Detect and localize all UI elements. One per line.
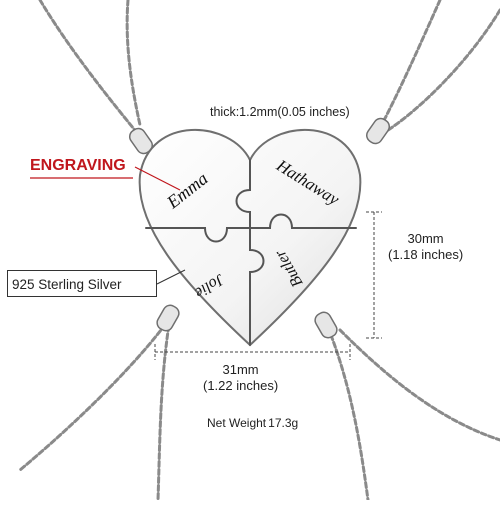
chain-top-right xyxy=(378,0,442,130)
engraving-label: ENGRAVING xyxy=(30,157,126,174)
height-in: (1.18 inches) xyxy=(388,247,464,262)
chains xyxy=(18,0,500,502)
material-label: 925 Sterling Silver xyxy=(12,277,122,292)
weight-value: 17.3g xyxy=(268,416,299,430)
dimension-lines xyxy=(154,211,382,360)
width-in: (1.22 inches) xyxy=(203,378,279,393)
material-box xyxy=(7,270,157,297)
chain-bottom-left-inner xyxy=(156,316,172,502)
height-mm: 30mm xyxy=(407,231,444,246)
chain-top-left xyxy=(38,0,145,142)
bail-bottom-left xyxy=(156,304,180,332)
weight-label: Net Weight xyxy=(207,416,267,430)
chain-bottom-right xyxy=(323,318,370,502)
chain-top-left-inner xyxy=(125,0,142,127)
height-dimension: 30mm (1.18 inches) xyxy=(388,231,463,263)
bail-top-right xyxy=(365,117,391,145)
thickness-label: thick:1.2mm(0.05 inches) xyxy=(210,105,350,119)
silver-pointer xyxy=(156,269,186,285)
width-dimension: 31mm (1.22 inches) xyxy=(203,362,278,394)
chain-top-right-outer xyxy=(383,8,500,134)
bails xyxy=(128,117,391,339)
engraving-pointer xyxy=(134,166,181,191)
chain-bottom-left xyxy=(18,316,172,472)
bail-bottom-right xyxy=(314,311,338,339)
width-mm: 31mm xyxy=(222,362,259,377)
chain-bottom-right-outer xyxy=(338,328,500,442)
seam-horizontal xyxy=(145,213,357,243)
puzzle-seams xyxy=(145,159,357,346)
